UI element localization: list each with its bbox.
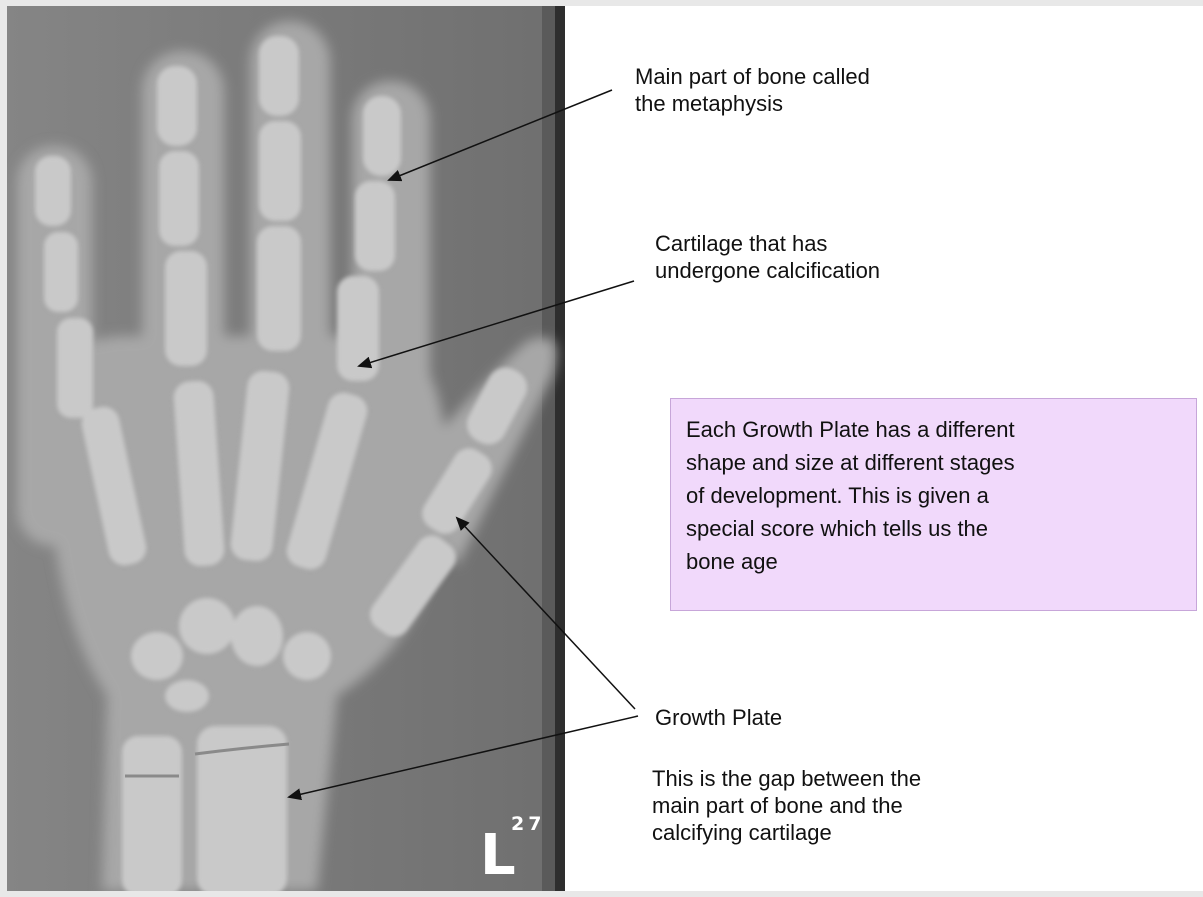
xray-side-marker: L [480, 828, 516, 884]
hand-xray-image [7, 6, 565, 891]
label-growth-plate: Growth Plate [655, 704, 782, 731]
bone-age-callout: Each Growth Plate has a different shape … [670, 398, 1197, 611]
xray-number-marker: 27 [511, 813, 545, 835]
label-metaphysis: Main part of bone called the metaphysis [635, 63, 870, 117]
callout-text: Each Growth Plate has a different shape … [686, 413, 1180, 578]
label-gap-description: This is the gap between the main part of… [652, 765, 921, 846]
label-calcified-cartilage: Cartilage that has undergone calcificati… [655, 230, 880, 284]
frame-border-left [0, 0, 7, 897]
frame-border-bottom [0, 891, 1203, 897]
